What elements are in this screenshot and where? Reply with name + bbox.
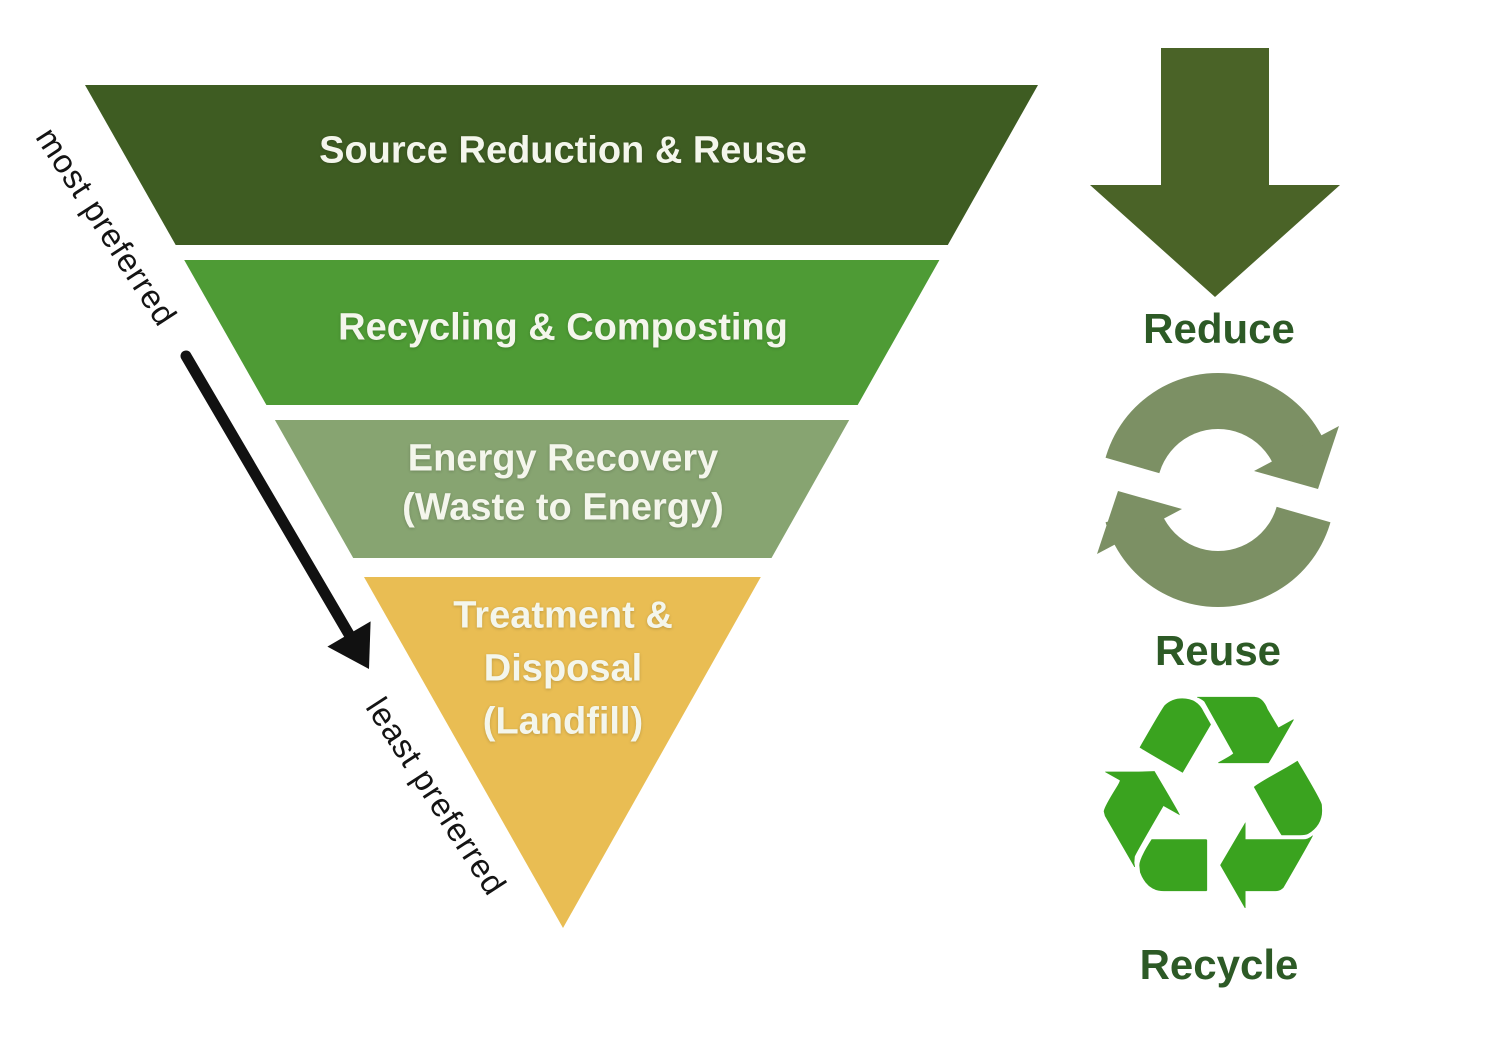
pyramid-level-1-shape xyxy=(85,85,1038,245)
pyramid-level-4-label-line-2: Disposal xyxy=(483,647,643,690)
pyramid-level-4-label-line-1: Treatment & xyxy=(453,594,673,637)
legend-label-reduce: Reduce xyxy=(1143,305,1295,352)
circular-arrows-icon xyxy=(1073,373,1363,607)
legend-label-recycle: Recycle xyxy=(1139,941,1299,988)
pyramid-level-3-shape xyxy=(274,420,850,558)
pyramid-level-2-label: Recycling & Composting xyxy=(338,306,788,349)
preference-direction-arrow-icon xyxy=(180,350,371,669)
pyramid-level-3-label-line-2: (Waste to Energy) xyxy=(402,486,724,529)
recycling-symbol-icon: ♻ xyxy=(1078,630,1348,979)
pyramid-level-1-label: Source Reduction & Reuse xyxy=(319,129,807,172)
pyramid-level-4-shape xyxy=(364,577,761,928)
pyramid-level-3-label-line-1: Energy Recovery xyxy=(407,437,719,480)
down-arrow-icon xyxy=(1090,48,1340,297)
pyramid-level-2-shape xyxy=(184,260,940,405)
pyramid-level-4-label-line-3: (Landfill) xyxy=(482,700,644,743)
legend-label-reuse: Reuse xyxy=(1154,627,1282,674)
